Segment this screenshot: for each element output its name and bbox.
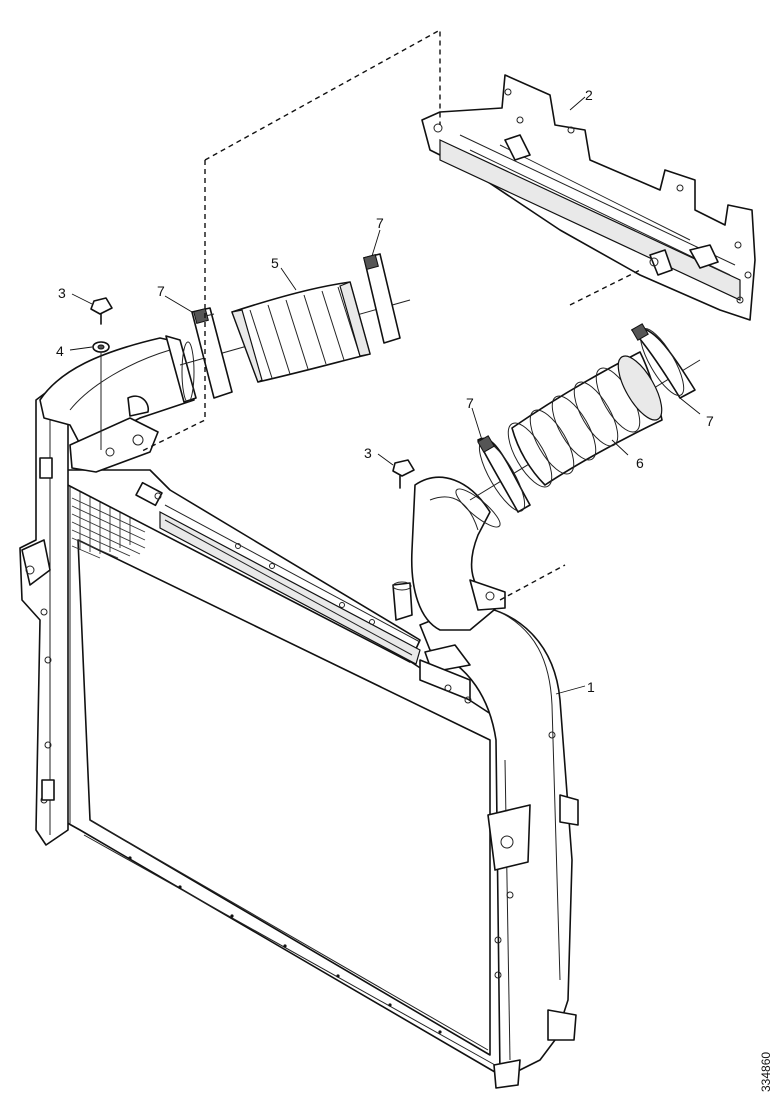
lower-hose bbox=[507, 351, 663, 488]
left-inlet-pipe bbox=[39, 335, 197, 473]
bolt-center bbox=[392, 459, 415, 621]
left-side-tank bbox=[19, 381, 69, 846]
upper-hose bbox=[231, 281, 371, 383]
clamp-upper-left bbox=[191, 307, 233, 399]
top-rail bbox=[61, 469, 421, 665]
callout-3-left: 3 bbox=[58, 285, 66, 301]
lower-hose-assembly bbox=[469, 323, 701, 513]
core-fins bbox=[71, 492, 146, 559]
core-rivets bbox=[128, 856, 442, 1034]
assembly-lines bbox=[139, 28, 641, 601]
callout-5: 5 bbox=[271, 255, 279, 271]
callout-2: 2 bbox=[585, 87, 593, 103]
clamp-upper-right bbox=[363, 253, 401, 344]
callout-7-lower-left: 7 bbox=[466, 395, 474, 411]
callout-4: 4 bbox=[56, 343, 64, 359]
callout-1: 1 bbox=[587, 679, 595, 695]
callout-7-upper-right: 7 bbox=[376, 215, 384, 231]
reference-number: 334860 bbox=[759, 1052, 773, 1092]
clamp-lower-right bbox=[631, 323, 696, 399]
callout-7-lower-right: 7 bbox=[706, 413, 714, 429]
callout-6: 6 bbox=[636, 455, 644, 471]
callout-7-upper-left: 7 bbox=[157, 283, 165, 299]
right-outlet-pipe bbox=[410, 476, 579, 1089]
washer-left bbox=[92, 341, 110, 450]
callout-leaders bbox=[69, 96, 701, 695]
callout-3-center: 3 bbox=[364, 445, 372, 461]
upper-hose-assembly bbox=[179, 253, 411, 399]
clamp-lower-left bbox=[477, 435, 531, 513]
bolt-left bbox=[90, 297, 113, 325]
callouts: 1 2 3 3 4 5 6 7 7 7 7 bbox=[56, 87, 714, 695]
upper-bracket bbox=[421, 74, 756, 321]
